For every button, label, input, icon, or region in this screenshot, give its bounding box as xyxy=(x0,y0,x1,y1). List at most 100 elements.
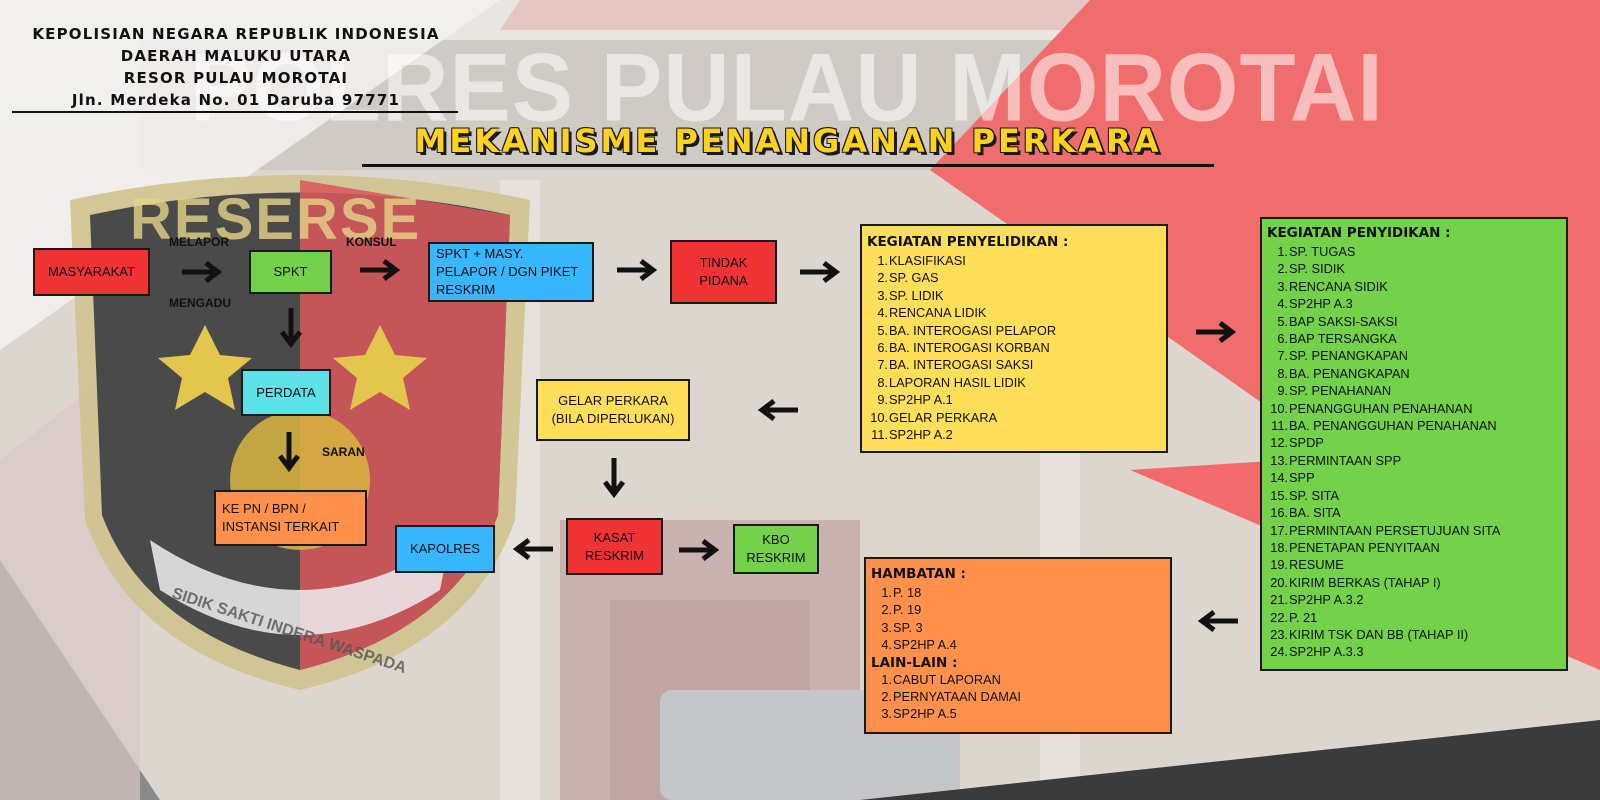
arrow-down-icon xyxy=(280,308,302,349)
lain-lain-item: 3.SP2HP A.5 xyxy=(871,705,1166,722)
list-text: SP2HP A.2 xyxy=(889,427,953,443)
list-text: SP2HP A.3.3 xyxy=(1289,644,1364,660)
penyidikan-item: 14.SPP xyxy=(1267,469,1562,486)
penyidikan-item: 18.PENETAPAN PENYITAAN xyxy=(1267,539,1562,556)
list-number: 20. xyxy=(1270,574,1288,590)
list-text: BA. PENANGGUHAN PENAHANAN xyxy=(1289,418,1497,434)
list-number: 19. xyxy=(1270,557,1288,573)
header-line-1: KEPOLISIAN NEGARA REPUBLIK INDONESIA xyxy=(32,25,440,43)
node-kbo-reskrim: KBO RESKRIM xyxy=(733,524,819,574)
list-number: 23. xyxy=(1270,626,1288,642)
list-number: 14. xyxy=(1270,470,1288,486)
header-line-2: DAERAH MALUKU UTARA xyxy=(120,47,352,65)
list-text: SP. SITA xyxy=(1289,487,1340,503)
list-number: 1. xyxy=(881,585,892,600)
lain-lain-title: LAIN-LAIN : xyxy=(871,654,958,671)
list-number: 4. xyxy=(881,637,892,653)
list-text: SP. 3 xyxy=(893,619,923,635)
arrow-right-icon xyxy=(800,261,841,283)
list-text: P. 21 xyxy=(1289,609,1318,625)
list-number: 1. xyxy=(877,253,888,268)
lain-lain-item: 1.CABUT LAPORAN xyxy=(871,671,1166,688)
list-number: 5. xyxy=(1277,313,1288,329)
list-text: SP. GAS xyxy=(889,270,939,286)
list-text: BA. SITA xyxy=(1289,505,1341,521)
penyelidikan-item: 10.GELAR PERKARA xyxy=(867,409,1162,426)
penyidikan-item: 1.SP. TUGAS xyxy=(1267,243,1562,260)
header-underline xyxy=(12,111,458,113)
list-number: 4. xyxy=(1277,296,1288,312)
list-text: CABUT LAPORAN xyxy=(893,671,1001,687)
list-number: 2. xyxy=(881,689,892,705)
list-number: 8. xyxy=(877,374,888,390)
penyidikan-title: KEGIATAN PENYIDIKAN : xyxy=(1267,225,1451,241)
list-number: 6. xyxy=(877,340,888,356)
penyidikan-item: 11.BA. PENANGGUHAN PENAHANAN xyxy=(1267,417,1562,434)
penyidikan-item: 8.BA. PENANGKAPAN xyxy=(1267,365,1562,382)
list-number: 3. xyxy=(877,287,888,303)
list-text: SP. PENANGKAPAN xyxy=(1289,348,1409,364)
list-number: 18. xyxy=(1270,539,1288,555)
list-text: BA. INTEROGASI KORBAN xyxy=(889,340,1050,356)
penyelidikan-item: 4.RENCANA LIDIK xyxy=(867,304,1162,321)
list-text: RENCANA LIDIK xyxy=(889,305,987,321)
list-number: 8. xyxy=(1277,365,1288,381)
list-number: 5. xyxy=(877,322,888,338)
penyelidikan-item: 7.BA. INTEROGASI SAKSI xyxy=(867,356,1162,373)
emblem-top-text: RESERSE xyxy=(130,187,422,252)
list-number: 7. xyxy=(877,357,888,373)
list-text: RENCANA SIDIK xyxy=(1289,278,1388,294)
arrow-down-icon xyxy=(603,458,625,499)
penyidikan-item: 12.SPDP xyxy=(1267,434,1562,451)
penyelidikan-item: 6.BA. INTEROGASI KORBAN xyxy=(867,339,1162,356)
list-number: 9. xyxy=(877,392,888,408)
list-number: 12. xyxy=(1270,435,1288,451)
node-ke-pn: KE PN / BPN / INSTANSI TERKAIT xyxy=(214,490,367,546)
list-text: SP. TUGAS xyxy=(1289,244,1356,259)
penyidikan-item: 20.KIRIM BERKAS (TAHAP I) xyxy=(1267,574,1562,591)
list-text: SP. LIDIK xyxy=(889,287,944,303)
list-text: PERMINTAAN SPP xyxy=(1289,452,1402,468)
list-text: PENETAPAN PENYITAAN xyxy=(1289,539,1440,555)
penyelidikan-item: 9.SP2HP A.1 xyxy=(867,391,1162,408)
node-tindak-pidana: TINDAK PIDANA xyxy=(670,240,777,304)
node-kasat-reskrim: KASAT RESKRIM xyxy=(566,518,663,575)
penyelidikan-item: 2.SP. GAS xyxy=(867,269,1162,286)
list-number: 10. xyxy=(1270,400,1288,416)
list-number: 3. xyxy=(881,706,892,722)
list-number: 11. xyxy=(871,427,888,443)
list-number: 24. xyxy=(1270,644,1288,660)
label-saran: SARAN xyxy=(322,445,365,459)
penyidikan-item: 23.KIRIM TSK DAN BB (TAHAP II) xyxy=(1267,626,1562,643)
list-text: BAP SAKSI-SAKSI xyxy=(1289,313,1398,329)
penyidikan-item: 21.SP2HP A.3.2 xyxy=(1267,591,1562,608)
hambatan-item: 1.P. 18 xyxy=(871,584,1166,601)
hambatan-item: 4.SP2HP A.4 xyxy=(871,636,1166,653)
list-number: 22. xyxy=(1270,609,1288,625)
arrow-right-icon xyxy=(360,259,401,281)
penyidikan-item: 13.PERMINTAAN SPP xyxy=(1267,452,1562,469)
list-text: GELAR PERKARA xyxy=(889,409,998,425)
list-number: 13. xyxy=(1270,452,1288,468)
penyelidikan-item: 3.SP. LIDIK xyxy=(867,287,1162,304)
node-masyarakat: MASYARAKAT xyxy=(33,248,150,296)
list-number: 7. xyxy=(1277,348,1288,364)
list-text: P. 19 xyxy=(893,602,922,618)
penyidikan-item: 16.BA. SITA xyxy=(1267,504,1562,521)
list-text: SP2HP A.1 xyxy=(889,392,953,408)
hambatan-item: 3.SP. 3 xyxy=(871,619,1166,636)
list-text: PERNYATAAN DAMAI xyxy=(893,689,1021,705)
arrow-down-icon xyxy=(278,432,300,473)
label-melapor: MELAPOR xyxy=(169,235,229,249)
label-konsul: KONSUL xyxy=(346,235,397,249)
list-number: 4. xyxy=(877,305,888,321)
lain-lain-item: 2.PERNYATAAN DAMAI xyxy=(871,688,1166,705)
node-perdata: PERDATA xyxy=(241,369,331,416)
background-sign-text: POLRES PULAU MOROTAI xyxy=(190,34,1384,142)
node-spkt-piket: SPKT + MASY. PELAPOR / DGN PIKET RESKRIM xyxy=(428,242,594,302)
penyelidikan-item: 1.KLASIFIKASI xyxy=(867,252,1162,269)
